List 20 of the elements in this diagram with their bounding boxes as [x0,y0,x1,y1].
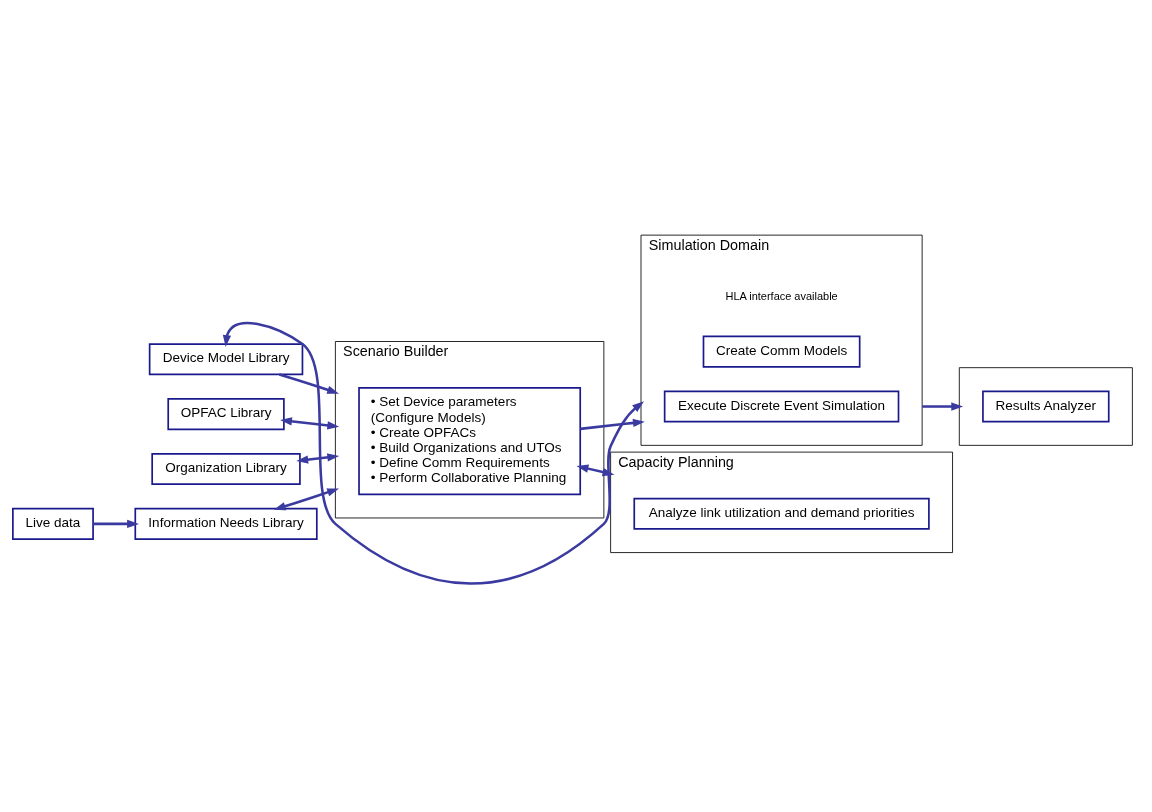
node-box: Organization Library [151,452,301,486]
arrow [279,373,339,394]
node-box: Analyze link utilization and demand priorities [633,497,930,530]
cluster [958,367,1133,446]
node-label: HLA interface available [725,289,838,302]
arrow [93,519,139,528]
node-box: Live data [12,507,94,540]
node-box: Execute Discrete Event Simulation [663,390,900,423]
arrow [922,402,964,411]
node-box: Device Model Library [148,343,304,376]
node-box: Create Comm Models [702,335,861,368]
node-box: OPFAC Library [167,398,285,431]
node-box: • Set Device parameters (Configure Models) • Create OPFACs • Build Organizations and UTOs • Define Comm Requirements • Perform Collaborative Planning [358,387,582,496]
arrow [222,321,645,585]
arrow [280,417,340,430]
arrow [273,488,339,511]
arrow [580,418,645,431]
node-box: Results Analyzer [982,390,1110,423]
arrow [296,453,340,464]
node-box: Information Needs Library [134,507,318,540]
